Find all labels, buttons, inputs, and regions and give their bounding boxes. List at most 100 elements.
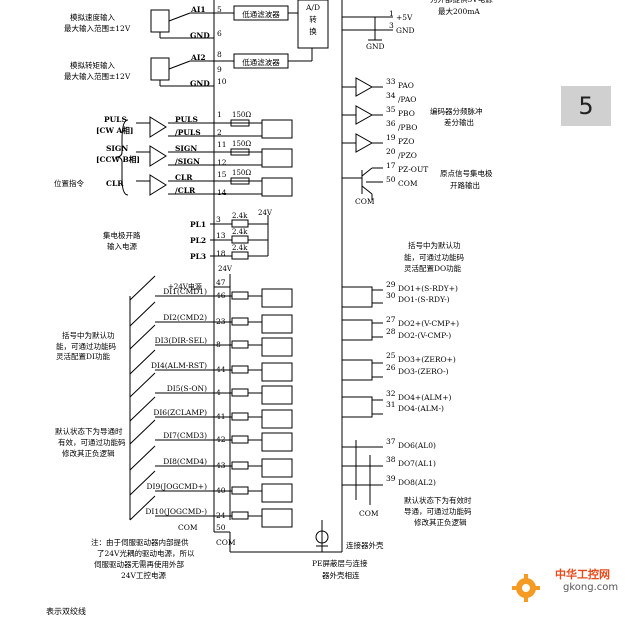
pin-number: 13 <box>216 231 226 240</box>
footnote-4: 24V工控电源 <box>121 570 166 580</box>
di-label-3: DI3(DIR-SEL) <box>155 336 207 345</box>
v24-label-2: 24V <box>218 265 233 273</box>
do-note-2: 能，可通过功能码 <box>404 252 464 262</box>
encoder-output-label: PZO <box>398 137 414 146</box>
oc-note-1: 默认状态下为有效时 <box>404 495 472 505</box>
di-label-6: DI6(ZCLAMP) <box>153 408 207 417</box>
gnd-right-1: +5V <box>396 13 413 22</box>
gnd-label-2: GND <box>190 79 210 88</box>
connector-shell-label: 连接器外壳 <box>346 540 384 550</box>
optocoupler <box>261 508 293 528</box>
gnd-right-2: GND <box>396 26 415 35</box>
di-brace <box>129 495 156 521</box>
pz-note-2: 开路输出 <box>450 180 480 190</box>
analog-speed-range-label: 最大输入范围±12V <box>64 23 131 33</box>
resistor-2k4-3: 2.4k <box>232 244 248 252</box>
open-collector-power-label: 输入电源 <box>107 241 137 251</box>
do-output-label: DO1-(S-RDY-) <box>398 295 450 304</box>
pin-number: 34 <box>386 91 396 100</box>
di-label-7: DI7(CMD3) <box>163 431 207 440</box>
ad-label-2: 转 <box>309 14 317 24</box>
clr-n-label: /CLR <box>175 186 196 195</box>
pin-number: 35 <box>386 105 396 114</box>
com-label: COM <box>178 523 198 532</box>
pin-number: 29 <box>386 280 396 289</box>
sign-group-label: SIGN <box>106 144 128 153</box>
encoder-note-1: 编码器分频脉冲 <box>430 106 483 116</box>
di-label-10: DI10(JOGCMD-) <box>145 507 207 516</box>
puls-n-label: /PULS <box>175 128 201 137</box>
pin-number: 15 <box>217 170 227 179</box>
di-brace <box>129 445 156 471</box>
pin-number: 24 <box>216 511 226 520</box>
pin-number: 36 <box>386 119 396 128</box>
pin-number: 26 <box>386 363 396 372</box>
pin-number: 30 <box>386 291 396 300</box>
di-label-4: DI4(ALM-RST) <box>151 361 207 370</box>
pin-number: 37 <box>386 437 396 446</box>
pin-number: 50 <box>386 175 396 184</box>
optocoupler <box>261 432 293 452</box>
di-brace <box>129 301 156 327</box>
footnote-1: 注：由于伺服驱动器内部提供 <box>91 537 189 547</box>
pin-number: 33 <box>386 77 396 86</box>
footnote-3: 伺服驱动器无需再使用外部 <box>94 559 184 569</box>
state-note-1: 默认状态下为导通时 <box>55 426 123 436</box>
page-number-badge: 5 <box>561 86 611 126</box>
pin-number: 47 <box>216 278 226 287</box>
twisted-pair-note: 表示双绞线 <box>46 606 86 616</box>
state-note-2: 有效，可通过功能码 <box>58 437 126 447</box>
pin-number: 43 <box>216 461 226 470</box>
pin-number: 4 <box>216 388 221 397</box>
optocoupler <box>261 483 293 503</box>
oc-note-3: 修改其正负逻辑 <box>414 517 467 527</box>
do-note-3: 灵活配置DO功能 <box>404 263 462 273</box>
di-note-3: 灵活配置DI功能 <box>56 351 110 361</box>
plus24-power-label: +24V电源 <box>168 282 202 291</box>
di-brace <box>129 349 156 375</box>
puls-cw-label: [CW A相] <box>96 125 133 135</box>
di-brace <box>129 372 156 398</box>
do-output-label: DO4+(ALM+) <box>398 393 452 402</box>
pin-number: 42 <box>216 435 226 444</box>
do-output-label: DO4-(ALM-) <box>398 404 444 413</box>
optocoupler <box>261 288 293 308</box>
resistor-150-3: 150Ω <box>232 169 251 177</box>
pin-number: 8 <box>217 50 222 59</box>
top-note-2: 最大200mA <box>438 6 480 16</box>
gnd-symbol-label: GND <box>366 42 385 51</box>
ad-label: A/D <box>305 3 320 12</box>
pin-number: 2 <box>217 128 222 137</box>
pin-number: 19 <box>386 133 396 142</box>
pin-number: 25 <box>386 351 396 360</box>
ad-label-3: 换 <box>309 26 317 36</box>
encoder-output-label: /PZO <box>398 151 417 160</box>
pz-com-label: COM <box>398 179 418 188</box>
watermark-logo <box>512 574 540 602</box>
analog-torque-label: 模拟转矩输入 <box>70 60 115 70</box>
watermark-domain: gkong.com <box>563 582 619 593</box>
optocoupler <box>261 409 293 429</box>
pin-number: 11 <box>217 140 227 149</box>
footnote-2: 了24V光耦的驱动电源，所以 <box>97 548 195 558</box>
pin-number: 10 <box>217 77 227 86</box>
pin-number: 39 <box>386 474 396 483</box>
sign-ccw-label: [CCW B相] <box>96 154 140 164</box>
encoder-output-label: PAO <box>398 81 414 90</box>
sign-label: SIGN <box>175 144 197 153</box>
pin-number: 44 <box>216 365 226 374</box>
resistor-150-2: 150Ω <box>232 140 251 148</box>
di-note-1: 括号中为默认功 <box>62 330 115 340</box>
pin-number: 32 <box>386 389 396 398</box>
pin-number: 28 <box>386 327 396 336</box>
ai2-label: AI2 <box>190 53 206 62</box>
pin-number: 8 <box>216 340 221 349</box>
pin-number: 12 <box>217 158 227 167</box>
pin-number: 9 <box>217 65 222 74</box>
pin-number: 20 <box>386 147 396 156</box>
di-label-9: DI9(JOGCMD+) <box>147 482 208 491</box>
clr-group-label: CLR <box>106 179 124 188</box>
pin-number: 50 <box>216 523 226 532</box>
com-label-2: COM <box>216 538 236 547</box>
